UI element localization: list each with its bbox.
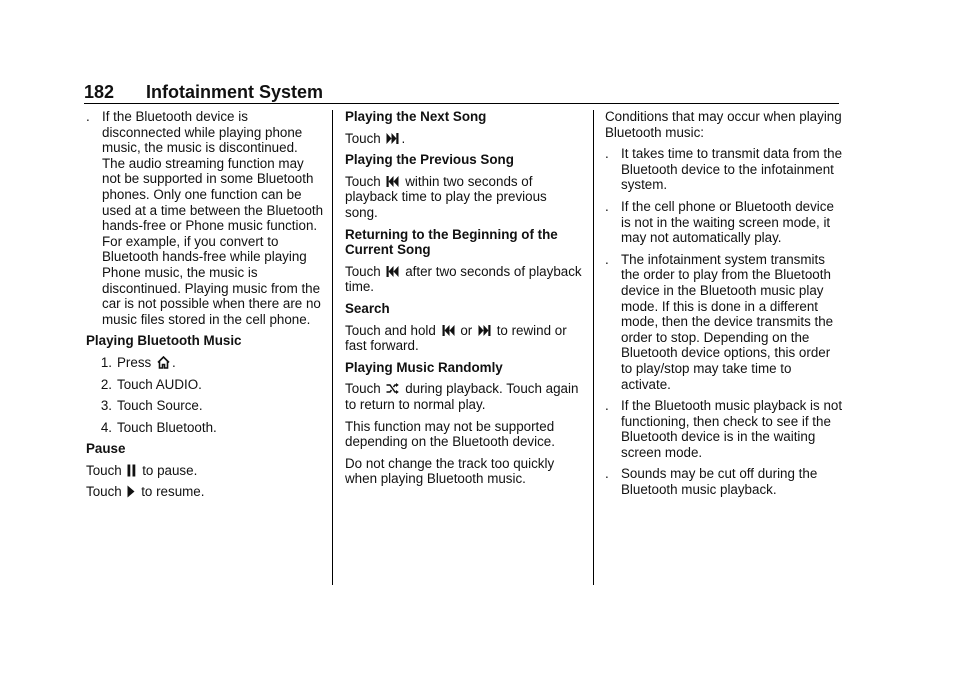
bullet-marker: . [86, 109, 90, 124]
step-item: 2. Touch AUDIO. [86, 377, 324, 393]
paragraph: Touch and hold or to rewind or fast forw… [345, 323, 583, 354]
text-run: to pause. [142, 462, 198, 478]
text-run: after two seconds of playback time. [345, 263, 582, 295]
bullet-item: . It takes time to transmit data from th… [605, 146, 843, 193]
step-number: 4. [100, 419, 112, 435]
text-run: Touch and hold [345, 322, 436, 338]
next-track-icon [386, 132, 399, 145]
column-1: . If the Bluetooth device is disconnecte… [86, 109, 324, 506]
text-run: . [401, 130, 406, 146]
paragraph: This function may not be supported depen… [345, 418, 555, 450]
bullet-item: . The infotainment system transmits the … [605, 252, 843, 392]
step-text: Touch Source. [117, 398, 203, 414]
header-divider [84, 103, 839, 104]
bullet-text: The infotainment system transmits the or… [621, 251, 834, 392]
text-run: or [460, 322, 473, 338]
text-run: Touch [86, 462, 122, 478]
page-title: Infotainment System [146, 82, 324, 102]
text-run: Touch [345, 381, 381, 397]
paragraph: Touch . [345, 131, 583, 147]
text-run: during playback. Touch again to return t… [345, 381, 579, 412]
section-heading: Playing Bluetooth Music [86, 333, 242, 349]
step-item: 3. Touch Source. [86, 398, 324, 414]
bullet-text: If the Bluetooth device is disconnected … [102, 109, 324, 327]
paragraph: Touch to resume. [86, 484, 324, 500]
text-run: Touch [345, 263, 381, 279]
text-run: to rewind or fast forward. [345, 322, 567, 354]
bullet-item: . Sounds may be cut off during the Bluet… [605, 466, 843, 497]
text-run: Touch [86, 484, 122, 500]
step-number: 1. [100, 354, 112, 370]
section-heading: Returning to the Beginning of the Curren… [345, 226, 558, 258]
home-icon [157, 355, 170, 369]
bullet-item: . If the Bluetooth music playback is not… [605, 398, 843, 460]
bullet-marker: . [605, 466, 609, 482]
previous-track-icon [386, 265, 399, 278]
page-number: 182 [84, 82, 115, 102]
text-run: within two seconds of playback time to p… [345, 173, 547, 220]
step-number: 3. [100, 398, 112, 414]
paragraph: Conditions that may occur when playing B… [605, 109, 842, 140]
bullet-text: It takes time to transmit data from the … [621, 146, 843, 193]
section-heading: Search [345, 300, 390, 316]
bullet-item: . If the Bluetooth device is disconnecte… [86, 109, 324, 327]
paragraph: Touch after two seconds of playback time… [345, 264, 583, 295]
previous-track-icon [386, 175, 399, 188]
text-run: to resume. [141, 484, 205, 500]
column-2: Playing the Next Song Touch . Playing th… [345, 109, 583, 493]
step-number: 2. [100, 376, 112, 392]
paragraph: Do not change the track too quickly when… [345, 455, 555, 487]
step-text: Touch AUDIO. [117, 376, 202, 392]
bullet-text: Sounds may be cut off during the Bluetoo… [621, 466, 818, 498]
shuffle-icon [386, 382, 400, 395]
bullet-item: . If the cell phone or Bluetooth device … [605, 199, 843, 246]
paragraph: Touch during playback. Touch again to re… [345, 381, 583, 412]
step-item: 4. Touch Bluetooth. [86, 420, 324, 436]
bullet-text: If the Bluetooth music playback is not f… [621, 398, 843, 460]
bullet-marker: . [605, 398, 609, 414]
paragraph: Touch to pause. [86, 463, 324, 479]
section-heading: Playing the Previous Song [345, 152, 514, 168]
step-text: Press [117, 354, 152, 370]
bullet-text: If the cell phone or Bluetooth device is… [621, 198, 834, 246]
step-text: Touch Bluetooth. [117, 419, 217, 435]
bullet-marker: . [605, 146, 609, 162]
step-text-end: . [171, 354, 176, 370]
bullet-marker: . [605, 251, 609, 267]
pause-icon [127, 464, 136, 477]
paragraph: Touch within two seconds of playback tim… [345, 174, 583, 221]
text-run: Touch [345, 130, 381, 146]
play-icon [127, 485, 135, 498]
section-heading: Playing Music Randomly [345, 359, 503, 375]
page-header: 182 Infotainment System [84, 82, 836, 106]
text-run: Touch [345, 173, 381, 189]
column-3: Conditions that may occur when playing B… [605, 109, 843, 504]
column-divider [593, 110, 594, 585]
step-item: 1. Press . [86, 355, 324, 371]
previous-track-icon [442, 324, 455, 337]
section-heading: Pause [86, 441, 126, 457]
column-divider [332, 110, 333, 585]
next-track-icon [478, 324, 491, 337]
bullet-marker: . [605, 198, 609, 214]
section-heading: Playing the Next Song [345, 109, 487, 124]
